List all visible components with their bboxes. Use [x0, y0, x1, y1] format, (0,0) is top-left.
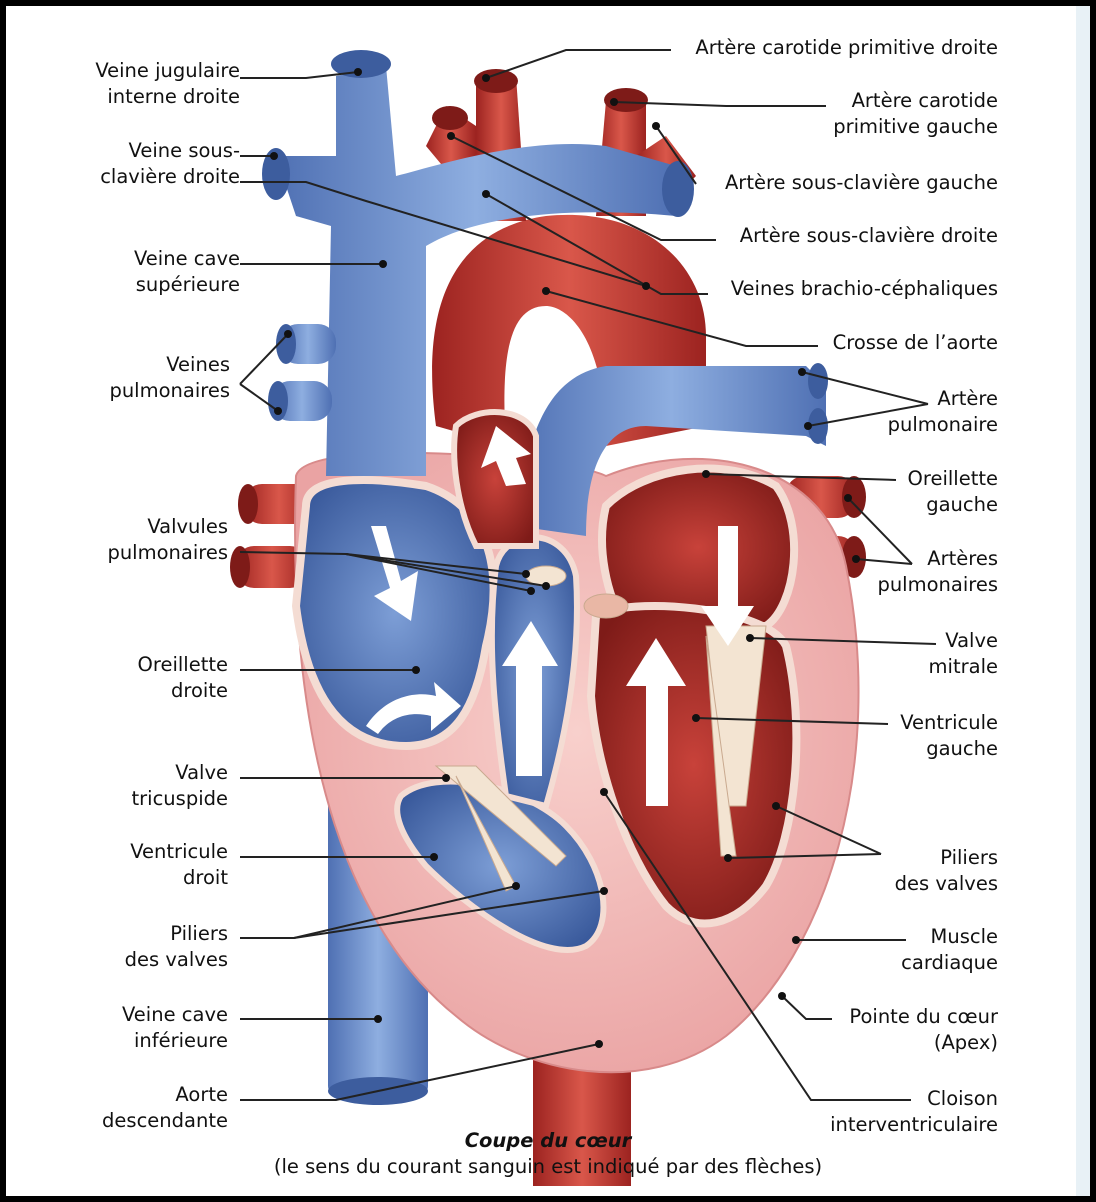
label-sous-claviere-gauche: Artère sous-clavière gauche — [725, 170, 998, 196]
leader-dot-r-pointe — [778, 992, 786, 1000]
leader-dot-l-valvules-a — [522, 570, 530, 578]
leader-dot-r-art-pulm-b — [804, 422, 812, 430]
leader-dot-l-jugulaire — [354, 68, 362, 76]
leader-dot-r-arteres-a — [844, 494, 852, 502]
leader-dot-l-cave-sup — [379, 260, 387, 268]
leader-r-carotide-d — [486, 50, 671, 78]
leader-dot-r-carotide-d — [482, 74, 490, 82]
leader-dot-l-oreillette-d — [412, 666, 420, 674]
leader-dot-l-pulm-a — [284, 330, 292, 338]
leader-dot-l-sous-claviere2 — [642, 282, 650, 290]
left-atrium — [602, 469, 794, 626]
leader-dot-l-pulm-b — [274, 407, 282, 415]
label-carotide-droite: Artère carotide primitive droite — [695, 35, 998, 61]
label-muscle-cardiaque: Musclecardiaque — [901, 924, 998, 976]
leader-dot-r-mitrale — [746, 634, 754, 642]
leader-dot-r-art-pulm-a — [798, 368, 806, 376]
leader-dot-l-ventricule-d — [430, 853, 438, 861]
leader-dot-r-crosse — [542, 287, 550, 295]
caption-title: Coupe du cœur — [6, 1128, 1090, 1154]
leader-dot-l-valvules-b — [542, 582, 550, 590]
pulmonary-veins — [268, 324, 336, 421]
leader-dot-r-piliers-b — [724, 854, 732, 862]
leader-dot-r-sc-gauche — [652, 122, 660, 130]
label-veine-sous-claviere: Veine sous-clavière droite — [100, 138, 240, 190]
leader-dot-l-tricuspide — [442, 774, 450, 782]
diagram-caption: Coupe du cœur (le sens du courant sangui… — [6, 1128, 1090, 1180]
leader-dot-r-arteres-b — [852, 555, 860, 563]
leader-r-pointe — [782, 996, 832, 1019]
leader-dot-r-cloison — [600, 788, 608, 796]
leader-dot-l-cave-inf — [374, 1015, 382, 1023]
caption-subtitle: (le sens du courant sanguin est indiqué … — [6, 1154, 1090, 1180]
leader-dot-l-piliers-a — [512, 882, 520, 890]
leader-dot-r-carotide-g — [610, 98, 618, 106]
leader-dot-l-valvules-c — [527, 587, 535, 595]
leader-dot-r-oreillette-g — [702, 470, 710, 478]
label-crosse-aorte: Crosse de l’aorte — [833, 330, 998, 356]
leader-dot-l-aorte — [595, 1040, 603, 1048]
leader-dot-r-sc-droite — [447, 132, 455, 140]
label-pointe-coeur: Pointe du cœur(Apex) — [849, 1004, 998, 1056]
leader-dot-l-piliers-b — [600, 887, 608, 895]
label-arteres-pulmonaires: Artèrespulmonaires — [877, 546, 998, 598]
label-sous-claviere-droite: Artère sous-clavière droite — [740, 223, 998, 249]
leader-dot-r-brachio — [482, 190, 490, 198]
leader-dot-l-sous-claviere — [270, 152, 278, 160]
label-brachio-cephaliques: Veines brachio-céphaliques — [731, 276, 998, 302]
leader-dot-r-muscle — [792, 936, 800, 944]
leader-dot-r-piliers-a — [772, 802, 780, 810]
leader-dot-r-ventricule-g — [692, 714, 700, 722]
